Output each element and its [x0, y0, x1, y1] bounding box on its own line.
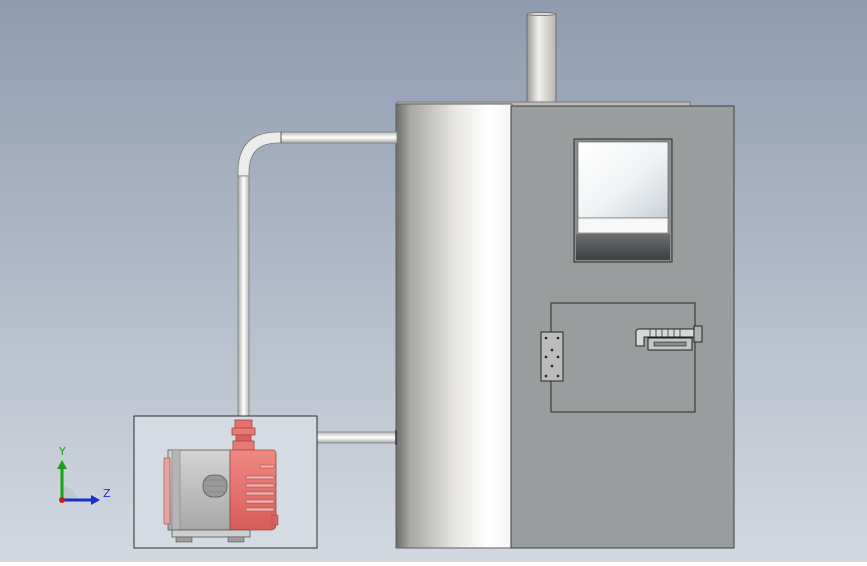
door-latch [635, 325, 703, 351]
z-axis-arrowhead [91, 495, 100, 505]
z-axis-label: Z [103, 487, 111, 500]
x-axis-indicator [59, 497, 65, 503]
flue-pipe [526, 13, 557, 103]
y-axis-label: Y [58, 445, 66, 458]
display-window [573, 138, 673, 263]
access-door [540, 302, 703, 413]
submersible-pump [163, 419, 279, 543]
coordinate-triad: Y Z [57, 445, 111, 505]
door-hinge [540, 331, 564, 382]
cylindrical-tank [395, 103, 513, 549]
y-axis-arrowhead [57, 460, 67, 469]
